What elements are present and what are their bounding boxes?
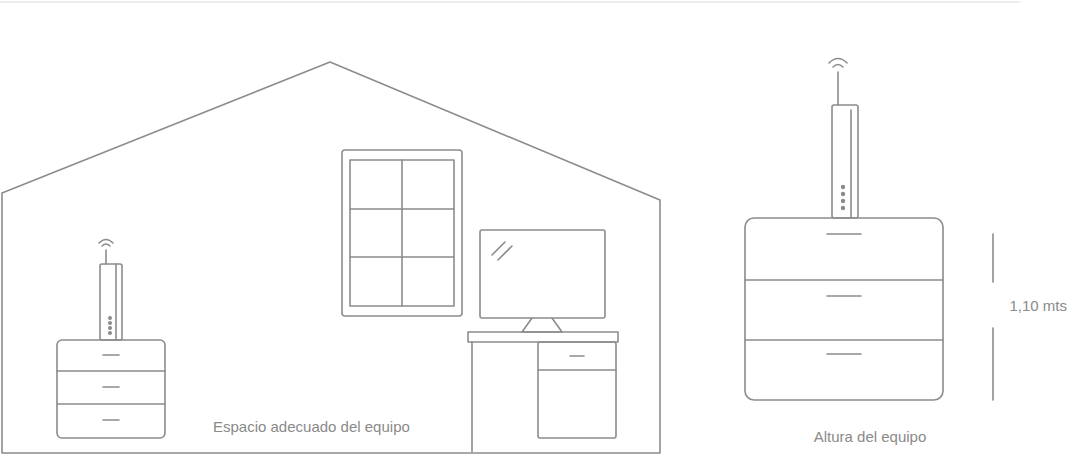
- desk-monitor: [468, 230, 618, 452]
- dimension-label: 1,10 mts: [1009, 297, 1067, 315]
- window: [342, 150, 462, 316]
- house-outline: Espacio adecuado del equipo: [2, 60, 660, 453]
- router-cabinet-large: [745, 59, 943, 401]
- router-cabinet: [57, 240, 165, 439]
- node-text: Espacio adecuado del equipo: [213, 418, 410, 436]
- house-shape: [2, 60, 660, 453]
- house-path: [2, 62, 660, 453]
- top-rule: [0, 2, 1020, 3]
- caption-label: Altura del equipo: [814, 428, 927, 446]
- dimension-line: [992, 234, 994, 400]
